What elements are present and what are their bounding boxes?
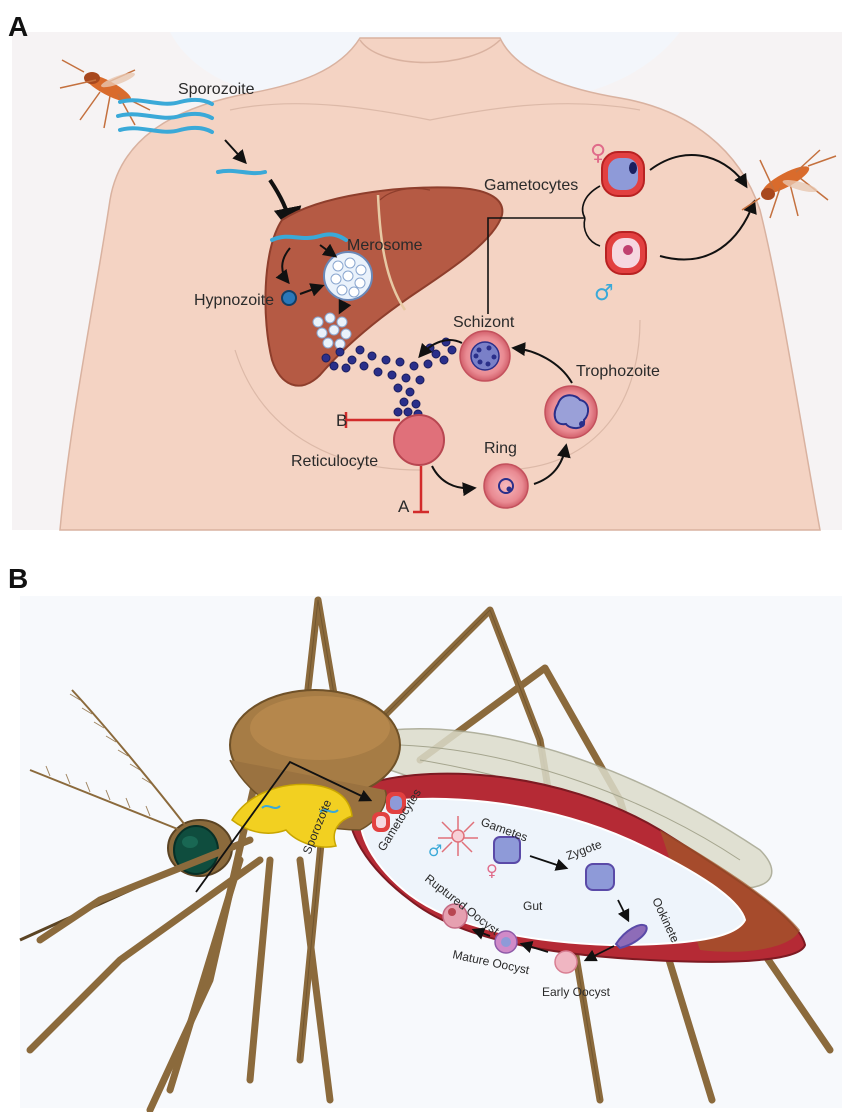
panel-a-letter: A xyxy=(8,11,28,42)
mosquito-small-left xyxy=(59,59,151,129)
ookinete-cell xyxy=(614,924,648,950)
label-schizont: Schizont xyxy=(453,314,515,331)
mature-oocyst xyxy=(494,930,518,954)
sporozoite-in-liver xyxy=(270,232,348,242)
chest-line-right xyxy=(499,319,641,471)
label-merosome: Merosome xyxy=(347,237,423,254)
arrow-ring-troph xyxy=(533,443,571,485)
hypnozoite-cell xyxy=(281,290,297,306)
arrow-hypnozoite-merosome xyxy=(299,283,325,297)
arrow-troph-schizont xyxy=(511,342,573,384)
label-gut: Gut xyxy=(523,899,543,913)
arrow-female-mosquito xyxy=(649,154,748,189)
ring-cell xyxy=(483,463,529,509)
neck-line xyxy=(359,39,501,64)
bracket-gametocytes xyxy=(581,185,601,247)
male-gametocyte xyxy=(605,231,647,275)
arrow-gametes-zygote xyxy=(529,855,569,871)
merosome-small xyxy=(312,312,352,350)
zygote-cell xyxy=(585,863,615,891)
label-reticulocyte: Reticulocyte xyxy=(291,453,378,470)
schizont-cell xyxy=(459,330,511,382)
panel-a: Sporozoite Merosome Hypnozoite xyxy=(12,32,842,531)
arrow-schizont-release xyxy=(418,339,463,359)
eye-highlight xyxy=(182,836,198,848)
block-b-line xyxy=(344,412,400,428)
arrow-reticulocyte-ring xyxy=(431,465,477,497)
arrow-male-mosquito xyxy=(659,199,757,261)
mosquito-front-legs xyxy=(26,836,264,1054)
label-block-a: A xyxy=(398,497,410,516)
collarbone-line xyxy=(229,103,641,121)
arrow-ookinete-oocyst xyxy=(583,945,615,962)
female-symbol-b: ♀ xyxy=(486,861,498,880)
label-hypnozoite: Hypnozoite xyxy=(194,292,274,309)
label-sporozoite: Sporozoite xyxy=(178,81,255,98)
arrow-mature-ruptured xyxy=(471,927,491,940)
reticulocyte-cell xyxy=(393,414,445,466)
female-gametocyte xyxy=(601,151,645,197)
arrow-zygote-ookinete xyxy=(617,899,630,923)
thorax-highlight xyxy=(250,696,390,760)
arrow-early-mature xyxy=(519,940,549,953)
chest-line-left xyxy=(234,349,421,471)
merozoite-stream xyxy=(321,337,457,419)
panel-b: Sporozoite Gametocytes xyxy=(19,596,842,1112)
mosquito-antennae xyxy=(29,689,186,831)
gametocytes-b xyxy=(372,792,406,832)
ruptured-oocyst xyxy=(442,903,468,929)
ingestion-path xyxy=(195,760,373,893)
arrow-merosome-release xyxy=(338,298,352,315)
male-gamete xyxy=(438,816,478,856)
label-early-oocyst: Early Oocyst xyxy=(542,985,611,999)
arrow-sporozoite-1 xyxy=(224,139,247,165)
sporozoites-in-gland xyxy=(261,805,339,813)
line-schizont-gametocytes xyxy=(487,217,585,314)
arrow-to-merosome xyxy=(319,243,338,258)
mosquito-small-right xyxy=(741,149,837,219)
female-symbol: ♀ xyxy=(590,141,606,166)
label-trophozoite: Trophozoite xyxy=(576,363,660,380)
arrow-to-hypnozoite xyxy=(275,247,291,285)
female-gamete xyxy=(493,836,521,864)
male-symbol: ♂ xyxy=(594,281,614,306)
label-ring: Ring xyxy=(484,440,517,457)
block-a-line xyxy=(413,466,429,514)
merosome xyxy=(323,251,373,301)
label-block-b: B xyxy=(336,411,347,430)
early-oocyst xyxy=(554,950,578,974)
sporozoite-group xyxy=(116,97,267,176)
label-gametocytes: Gametocytes xyxy=(484,177,578,194)
panel-b-letter: B xyxy=(8,563,28,594)
male-symbol-b: ♂ xyxy=(428,841,442,860)
trophozoite-cell xyxy=(544,385,598,439)
